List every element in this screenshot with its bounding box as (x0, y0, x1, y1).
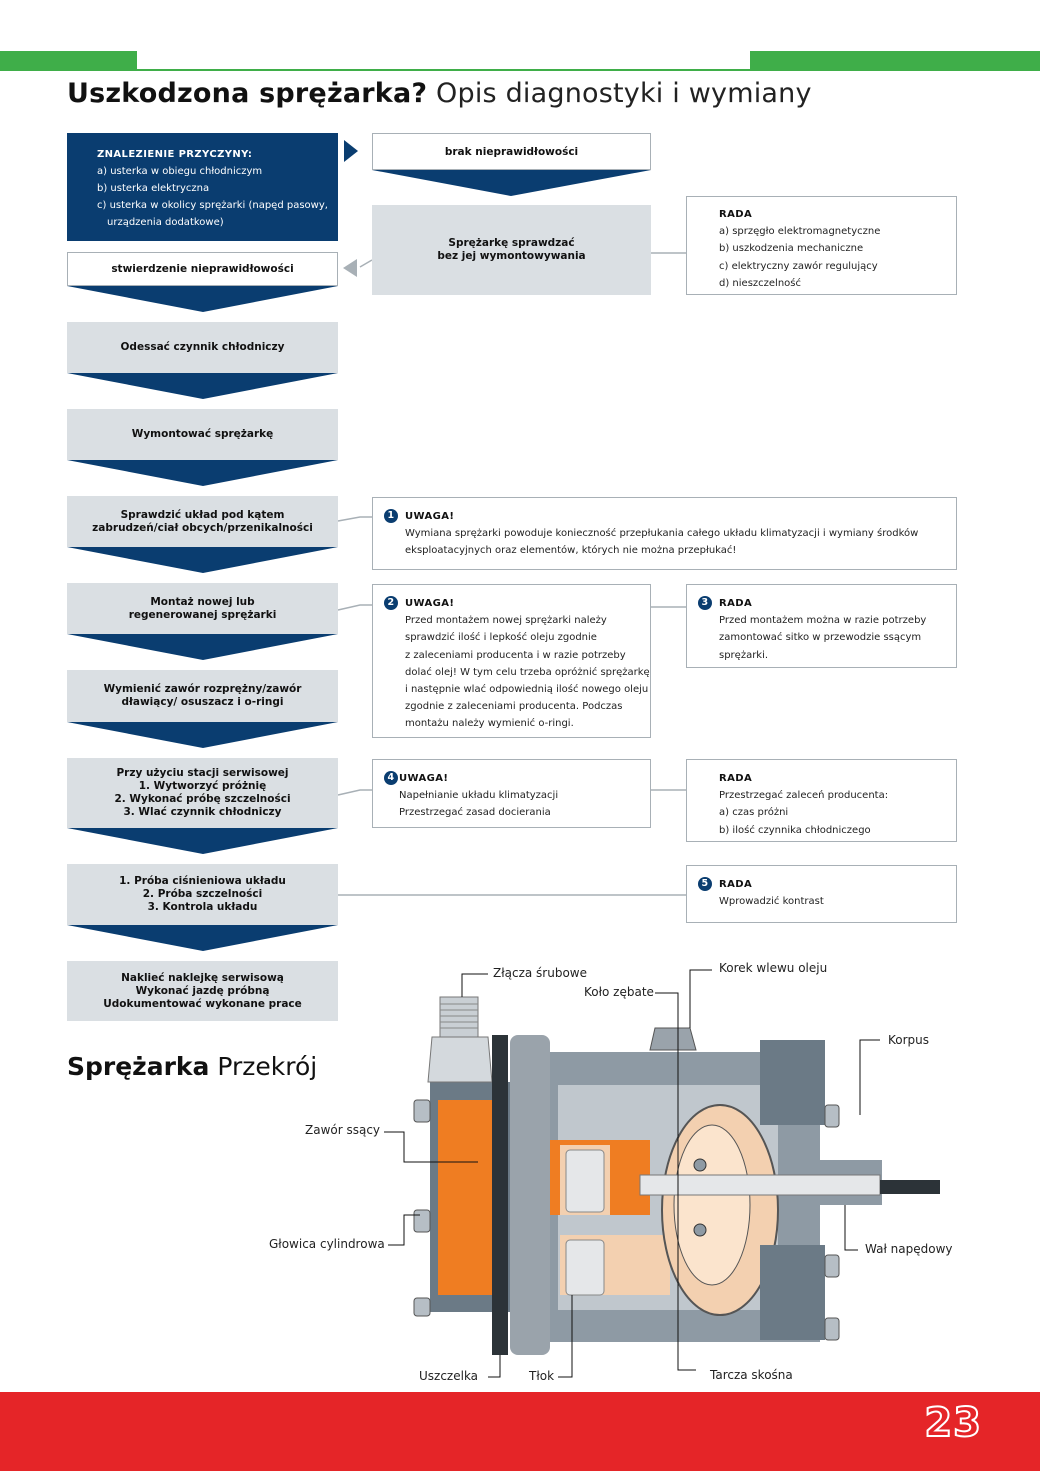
cause-box: ZNALEZIENIE PRZYCZYNY: a) usterka w obie… (67, 133, 338, 241)
cause-item: urządzenia dodatkowe) (107, 217, 224, 228)
step-box: Naklieć naklejkę serwisową Wykonać jazdę… (67, 961, 338, 1021)
top-rule (137, 69, 750, 71)
no-fault-box: brak nieprawidłowości (372, 133, 651, 170)
rada-box-mid: RADA Przestrzegać zaleceń producenta: a)… (686, 759, 957, 842)
arrow-right-icon (344, 140, 358, 162)
label-zawor: Zawór ssący (305, 1123, 381, 1137)
footer-bar: 23 (0, 1392, 1040, 1471)
cause-item: c) usterka w okolicy sprężarki (napęd pa… (97, 200, 328, 211)
label-glowica: Głowica cylindrowa (269, 1237, 385, 1251)
flow-arrows (67, 140, 686, 951)
cause-item: b) usterka elektryczna (97, 183, 210, 194)
chevron-down-icon (67, 373, 338, 399)
step-box: Wymontować sprężarkę (67, 409, 338, 460)
label-tlok: Tłok (529, 1369, 555, 1383)
compressor-diagram (384, 969, 940, 1378)
chevron-down-icon (67, 828, 338, 854)
chevron-down-icon (67, 925, 338, 951)
label-tarcza: Tarcza skośna (710, 1368, 793, 1382)
label-korek: Korek wlewu oleju (719, 961, 828, 975)
label-korpus: Korpus (888, 1033, 930, 1047)
step-box: Przy użyciu stacji serwisowej 1. Wytworz… (67, 758, 338, 828)
fault-found-box: stwierdzenie nieprawidłowości (67, 252, 338, 286)
number-badge: 3 (698, 596, 712, 610)
chevron-down-icon (67, 722, 338, 748)
rada-heading: RADA (719, 209, 753, 220)
cause-item: a) usterka w obiegu chłodniczym (97, 166, 263, 177)
chevron-down-icon (67, 286, 338, 312)
page-number: 23 (923, 1399, 982, 1447)
step-box: Sprawdzić układ pod kątem zabrudzeń/ciał… (67, 496, 338, 547)
section-title: Sprężarka Przekrój (67, 1052, 318, 1081)
rada-box: RADA a) sprzęgło elektromagnetyczne b) u… (686, 196, 957, 295)
top-green-bar-left (0, 51, 137, 71)
label-wal: Wał napędowy (865, 1242, 953, 1256)
arrow-left-icon (343, 259, 357, 277)
check-in-place-box: Sprężarkę sprawdzać bez jej wymontowywan… (372, 205, 651, 295)
step-box: 1. Próba ciśnieniowa układu 2. Próba szc… (67, 864, 338, 925)
chevron-down-icon (67, 460, 338, 486)
step-box: Odessać czynnik chłodniczy (67, 322, 338, 373)
label-zlacza: Złącza śrubowe (493, 966, 587, 980)
chevron-down-icon (372, 170, 651, 196)
step-box: Montaż nowej lub regenerowanej sprężarki (67, 583, 338, 634)
chevron-down-icon (67, 547, 338, 573)
label-kolo: Koło zębate (584, 985, 654, 999)
page-title: Uszkodzona sprężarka? Opis diagnostyki i… (67, 78, 812, 109)
chevron-down-icon (67, 634, 338, 660)
number-badge: 2 (384, 596, 398, 610)
number-badge: 4 (384, 771, 398, 785)
number-badge: 5 (698, 877, 712, 891)
top-green-bar-right (750, 51, 1040, 71)
label-uszczelka: Uszczelka (419, 1369, 479, 1383)
number-badge: 1 (384, 509, 398, 523)
cause-heading: ZNALEZIENIE PRZYCZYNY: (97, 149, 253, 160)
step-box: Wymienić zawór rozprężny/zawór dławiący/… (67, 670, 338, 722)
